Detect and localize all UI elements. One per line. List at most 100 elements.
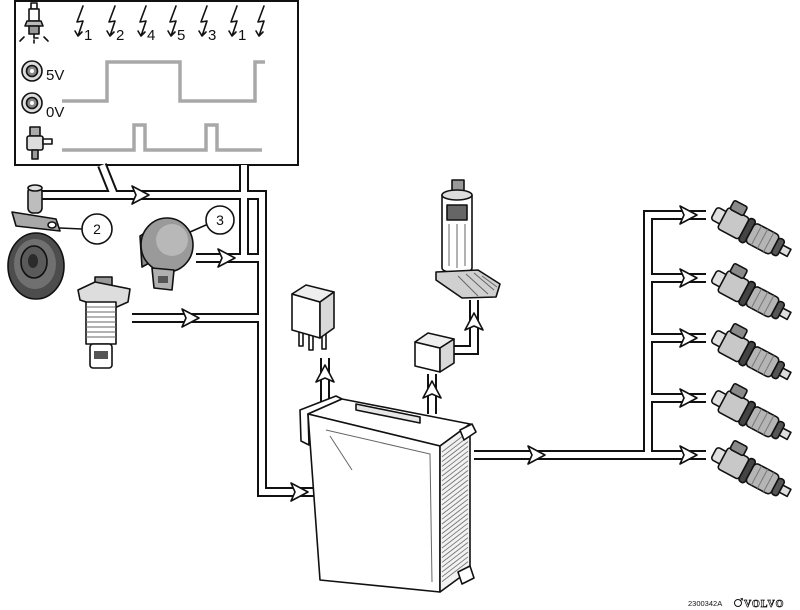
- fuel-injector-1: [707, 193, 800, 266]
- ignition-cylinder-label: 5: [177, 27, 185, 44]
- ecu-heatsink-fin: [441, 522, 469, 544]
- flywheel-hub: [28, 254, 38, 268]
- volvo-logo-arrow: [739, 598, 743, 602]
- ecu-connector: [355, 403, 421, 424]
- ecu-heatsink: [441, 431, 469, 582]
- pump-motor-band: [446, 204, 468, 221]
- flow-arrow: [315, 364, 335, 383]
- sensor-center: [30, 101, 34, 105]
- ecu-heatsink-fin: [441, 494, 469, 515]
- crankshaft-sensor: [7, 184, 65, 300]
- flow-arrow: [217, 248, 236, 268]
- figure-id: 2300342A: [688, 599, 722, 608]
- flow-arrow: [131, 185, 150, 205]
- sensor-input-bus-core: [42, 192, 314, 495]
- injector-icon-connector: [29, 126, 41, 137]
- sensor-cover: [156, 224, 188, 256]
- signal-sensor-icon: [21, 60, 43, 82]
- main-relay: [291, 284, 335, 351]
- injector-icon: [26, 126, 53, 160]
- fuel-pump: [435, 179, 501, 299]
- ecu-heatsink-fin: [441, 508, 469, 530]
- fuel-injector-4: [707, 376, 800, 449]
- air-mass-meter: [77, 276, 131, 369]
- ignition-cylinder-label: 2: [116, 27, 124, 44]
- ecu-heatsink-fin: [441, 455, 469, 477]
- lightning-bolt-icon: [167, 5, 177, 37]
- bracket-bolt-hole: [47, 221, 57, 229]
- ecu-bracket-top: [459, 423, 477, 441]
- ecu-heatsink-fin: [441, 441, 469, 462]
- fuel-injector-3: [707, 316, 800, 389]
- callout-number: 2: [93, 221, 101, 237]
- lightning-bolt-icon: [137, 5, 147, 37]
- ecu-heatsink-fin: [441, 498, 469, 520]
- ecu-bracket-bottom: [457, 565, 475, 585]
- ignition-cylinder-label: 3: [208, 27, 216, 44]
- engine-control-module: [299, 395, 477, 593]
- injector-icon-body: [26, 135, 44, 151]
- ecu-heatsink-fin: [441, 546, 469, 568]
- fuel-injector-2: [707, 256, 800, 329]
- volvo-logo-ring: [734, 599, 742, 607]
- ecu-heatsink-fin: [441, 479, 469, 501]
- callout-leader: [189, 224, 207, 233]
- ecu-heatsink-fin: [441, 518, 469, 539]
- ecu-heatsink-fin: [441, 474, 469, 496]
- lightning-bolt-icon: [255, 5, 265, 37]
- ecu-panel-lines: [325, 429, 433, 583]
- signal-timing-panel: 1 2 4 5 3 1 5V 0V: [14, 0, 299, 166]
- flow-arrow: [679, 445, 698, 465]
- relay-side: [319, 291, 335, 339]
- spark-plug-insulator: [28, 8, 40, 22]
- spark-plug-icon: [19, 2, 49, 44]
- ignition-cylinder-label: 1: [84, 27, 92, 44]
- lightning-bolt-icon: [106, 5, 116, 37]
- fuel-pump-relay: [414, 332, 455, 373]
- spark-plug-electrode: [19, 33, 49, 44]
- ecu-heatsink-fin: [441, 465, 469, 486]
- meter-body: [85, 301, 117, 345]
- low-voltage-label: 0V: [46, 104, 64, 121]
- ecu-heatsink-fin: [441, 537, 469, 558]
- timing-panel-link-left-core: [99, 163, 117, 197]
- flow-arrow: [679, 205, 698, 225]
- callout-circle: [205, 205, 235, 235]
- flow-arrow: [464, 312, 484, 331]
- flow-arrow: [181, 308, 200, 328]
- meter-ribs: [86, 306, 116, 338]
- fuel-injector-5: [707, 433, 800, 506]
- callout-circle: [81, 213, 113, 245]
- ecu-heatsink-fin: [441, 503, 469, 525]
- brand-wordmark: VOLVO: [744, 599, 784, 610]
- ecu-heatsink-fin: [441, 556, 469, 578]
- ignition-cylinder-label: 1: [238, 27, 246, 44]
- flow-arrow: [679, 268, 698, 288]
- sensor-center: [30, 69, 34, 73]
- ecu-heatsink-fin: [441, 513, 469, 534]
- signal-sensor-icon: [21, 92, 43, 114]
- flow-arrow: [679, 388, 698, 408]
- ecu-heatsink-fin: [441, 450, 469, 472]
- lightning-bolt-icon: [228, 5, 238, 37]
- flow-arrow: [679, 328, 698, 348]
- injector-icon-inlet: [42, 138, 53, 145]
- callout-3: 3: [205, 205, 235, 235]
- callout-number: 3: [216, 212, 224, 228]
- injector-icon-nozzle: [31, 149, 39, 160]
- pump-strainer: [435, 269, 501, 299]
- ecu-heatsink-fin: [441, 489, 469, 510]
- sensor-connector-slot: [158, 276, 168, 283]
- flow-arrow: [527, 445, 546, 465]
- camshaft-sensor: [139, 217, 194, 291]
- pump-body-lines: [448, 224, 466, 268]
- ecu-heatsink-fin: [441, 542, 469, 563]
- callout-leader: [59, 227, 83, 230]
- flow-arrow: [290, 482, 309, 502]
- pump-top: [441, 189, 473, 201]
- meter-sensor-band: [94, 351, 108, 359]
- ignition-cylinder-label: 4: [147, 27, 155, 44]
- sensor-cap: [27, 184, 43, 192]
- signal-timing-frame: [14, 0, 299, 166]
